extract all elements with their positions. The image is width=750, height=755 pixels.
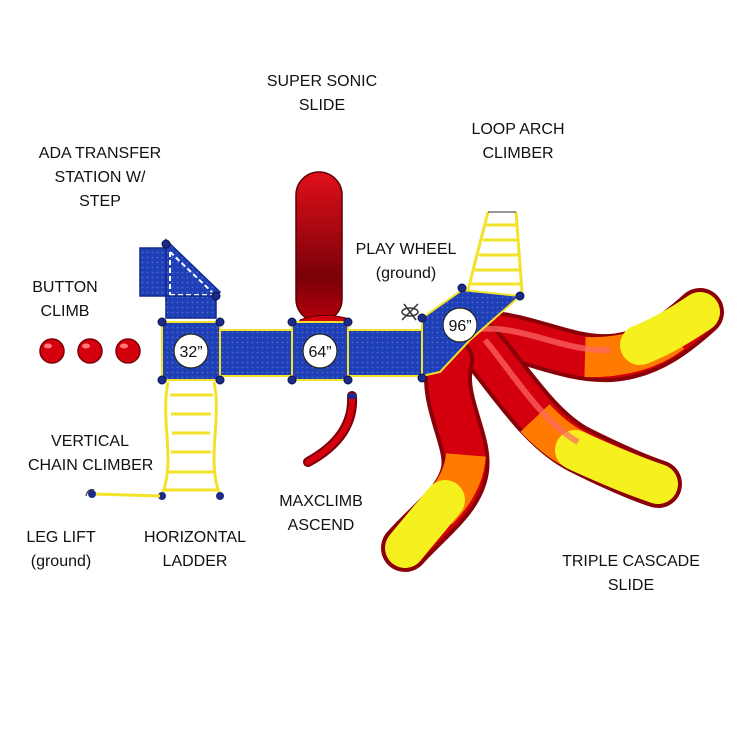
label-line: MAXCLIMB — [279, 493, 363, 510]
ladder-posts — [158, 492, 224, 500]
label-line: LADDER — [162, 553, 228, 570]
label-line: ADA TRANSFER — [38, 145, 162, 162]
label-line: CLIMB — [40, 303, 90, 320]
label-loop-arch-climber: LOOP ARCH CLIMBER — [458, 118, 578, 166]
deck-96-label: 96” — [448, 318, 471, 335]
label-vertical-chain-climber: VERTICAL CHAIN CLIMBER — [28, 430, 154, 478]
button-climb — [39, 338, 141, 364]
label-play-wheel: PLAY WHEEL (ground) — [348, 238, 464, 286]
label-line: SUPER SONIC — [266, 73, 378, 90]
label-line: CLIMBER — [482, 145, 554, 162]
deck-32-label: 32” — [179, 344, 202, 361]
play-wheel — [401, 303, 419, 321]
label-line: PLAY WHEEL — [355, 241, 457, 258]
label-line: ASCEND — [287, 517, 355, 534]
deck-64-label: 64” — [308, 344, 331, 361]
label-line: SLIDE — [298, 97, 346, 114]
label-line: LOOP ARCH — [471, 121, 565, 138]
ada-transfer-station — [139, 238, 222, 319]
leg-lift — [85, 489, 161, 498]
label-line: CHAIN CLIMBER — [28, 457, 154, 474]
label-leg-lift: LEG LIFT (ground) — [16, 526, 106, 574]
label-line: BUTTON — [32, 279, 98, 296]
deck-64: 64” — [291, 321, 349, 381]
label-button-climb: BUTTON CLIMB — [20, 276, 110, 324]
super-sonic-slide — [295, 171, 349, 333]
label-maxclimb-ascend: MAXCLIMB ASCEND — [266, 490, 376, 538]
label-line: LEG LIFT — [26, 529, 96, 546]
label-line: VERTICAL — [51, 433, 129, 450]
deck-posts — [157, 239, 525, 385]
label-line: STEP — [79, 193, 121, 210]
label-line: (ground) — [30, 553, 92, 570]
label-line: (ground) — [375, 265, 437, 282]
label-line: STATION W/ — [54, 169, 146, 186]
label-line: HORIZONTAL — [144, 529, 246, 546]
label-horizontal-ladder: HORIZONTAL LADDER — [136, 526, 254, 574]
deck-32: 32” — [161, 321, 221, 381]
label-triple-cascade-slide: TRIPLE CASCADE SLIDE — [556, 550, 706, 598]
maxclimb-ascend — [303, 391, 358, 467]
label-super-sonic-slide: SUPER SONIC SLIDE — [262, 70, 382, 118]
triple-cascade-slide — [381, 288, 724, 572]
label-line: SLIDE — [607, 577, 655, 594]
horizontal-ladder — [160, 381, 222, 496]
loop-arch-climber — [466, 211, 524, 293]
label-line: TRIPLE CASCADE — [562, 553, 700, 570]
label-ada-transfer-station: ADA TRANSFER STATION W/ STEP — [30, 142, 170, 214]
